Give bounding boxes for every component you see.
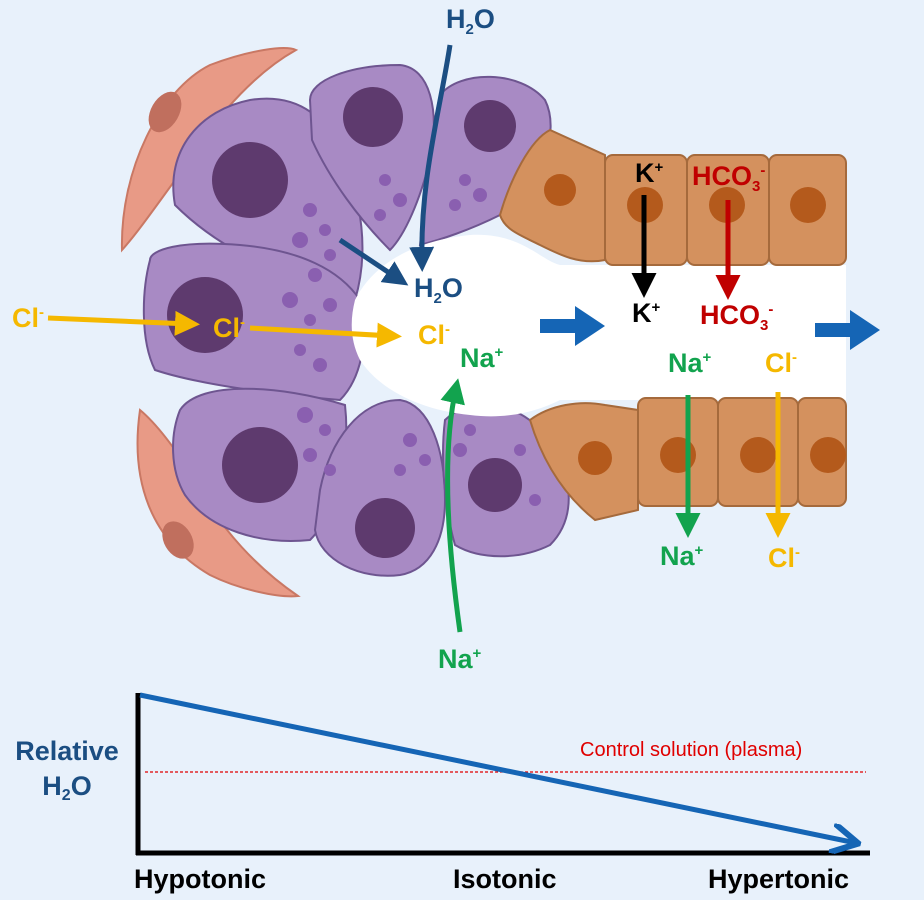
water-arrow-apical xyxy=(409,44,453,272)
sodium-arrow-paracellular xyxy=(440,378,465,633)
acinar-nuclei xyxy=(167,87,522,558)
k-lumen-label: K+ xyxy=(632,298,661,328)
duct-nuclei xyxy=(544,174,846,475)
na-bottom-label: Na+ xyxy=(438,644,482,674)
tick-hypotonic: Hypotonic xyxy=(134,864,266,894)
chloride-arrow-apical xyxy=(249,322,402,348)
cl-lumen-label: Cl- xyxy=(418,320,450,350)
cl-outside-label: Cl- xyxy=(12,303,44,333)
water-arrow-cell xyxy=(338,237,409,286)
na-duct-label: Na+ xyxy=(668,348,712,378)
hco3-lumen-label: HCO3- xyxy=(700,300,774,334)
k-top-label: K+ xyxy=(635,158,664,188)
water-trend-line xyxy=(139,692,856,843)
chloride-arrow-basolateral xyxy=(47,310,200,336)
flow-arrow-1 xyxy=(540,306,605,346)
flow-arrow-2 xyxy=(815,310,880,350)
h2o-top-label: H2O xyxy=(446,4,495,38)
control-solution-label: Control solution (plasma) xyxy=(580,739,803,761)
secretory-granules xyxy=(282,174,541,506)
cl-duct-label: Cl- xyxy=(765,348,797,378)
na-lumen-label: Na+ xyxy=(460,343,504,373)
cl-cell-label: Cl- xyxy=(213,313,245,343)
tonicity-graph xyxy=(135,692,870,856)
na-duct-out-label: Na+ xyxy=(660,541,704,571)
hco3-top-label: HCO3- xyxy=(692,161,766,195)
tick-isotonic: Isotonic xyxy=(453,864,557,894)
graph-y-label: Relative H2O xyxy=(15,736,119,805)
tick-hypertonic: Hypertonic xyxy=(708,864,850,894)
h2o-lumen-label: H2O xyxy=(414,273,463,307)
cl-duct-out-label: Cl- xyxy=(768,543,800,573)
